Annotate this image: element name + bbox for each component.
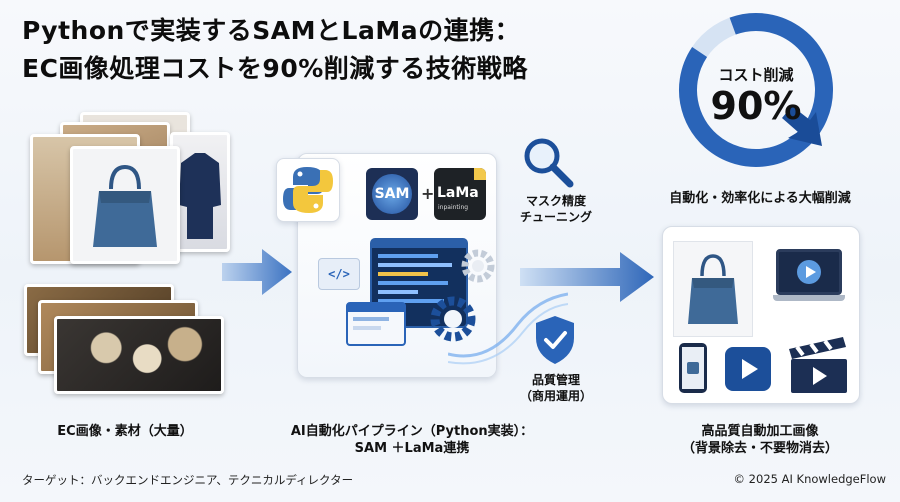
play-button-icon[interactable]	[725, 347, 771, 391]
arrow-right-icon	[222, 249, 292, 295]
output-bag-photo	[673, 241, 753, 337]
cost-label: コスト削減	[718, 66, 794, 84]
lama-badge: LaMa inpainting	[434, 168, 486, 220]
code-symbol: </>	[328, 267, 350, 281]
flow-arrow-left	[222, 245, 294, 299]
handbag-icon	[93, 164, 157, 247]
quality-line-2: （商用運用）	[519, 389, 592, 403]
cost-value: 90%	[710, 84, 802, 128]
input-image-stack	[20, 112, 230, 272]
code-symbol-card: </>	[318, 258, 360, 290]
arrow-right-icon	[520, 252, 654, 302]
data-swoosh	[448, 292, 568, 365]
food-photo-front	[54, 316, 224, 394]
lama-sub: inpainting	[438, 204, 469, 211]
cost-ring-arc	[679, 13, 833, 167]
gear-large-icon	[430, 296, 476, 342]
shield-check-icon	[536, 316, 574, 364]
mask-tuning-line-1: マスク精度	[525, 194, 586, 208]
mask-tuning-line-2: チューニング	[519, 210, 592, 224]
cost-ring	[679, 13, 833, 167]
pipeline-caption-line-2: SAM ＋LaMa連携	[354, 441, 470, 456]
copyright-note: © 2025 AI KnowledgeFlow	[733, 472, 886, 486]
magnifier-icon	[524, 138, 574, 188]
page-title: Pythonで実装するSAMとLaMaの連携： EC画像処理コストを90%削減す…	[22, 12, 528, 88]
handbag-icon	[688, 254, 738, 324]
output-card	[662, 226, 860, 404]
clapperboard-icon	[789, 337, 847, 393]
quality-label: 品質管理 （商用運用）	[506, 372, 606, 404]
python-icon	[283, 167, 333, 213]
cost-reduction-gauge: コスト削減 90%	[672, 4, 852, 184]
title-line-2: EC画像処理コストを90%削減する技術戦略	[22, 54, 528, 83]
product-photo-bag	[70, 146, 180, 264]
python-logo-tile	[276, 158, 340, 222]
pipeline-caption-line-1: AI自動化パイプライン（Python実装）：	[290, 424, 534, 439]
output-caption-line-2: （背景除去・不要物消去）	[681, 441, 838, 456]
phone-icon	[679, 343, 707, 393]
cost-ring-arrow-icon	[782, 106, 822, 146]
title-line-1: Pythonで実装するSAMとLaMaの連携：	[22, 16, 521, 45]
target-audience-note: ターゲット：バックエンドエンジニア、テクニカルディレクター	[22, 473, 354, 487]
quality-line-1: 品質管理	[531, 373, 580, 387]
lama-label: LaMa	[437, 185, 479, 201]
pipeline-card: SAM + LaMa inpainting </>	[276, 153, 568, 378]
sam-label: SAM	[374, 186, 410, 202]
gear-icon	[461, 249, 495, 283]
browser-window-card	[346, 302, 406, 346]
mask-tuning-label: マスク精度 チューニング	[506, 193, 606, 225]
laptop-icon	[773, 249, 845, 307]
output-caption: 高品質自動加工画像 （背景除去・不要物消去）	[640, 423, 880, 457]
flow-arrow-right	[520, 248, 656, 306]
input-caption: EC画像・素材（大量）	[57, 424, 193, 439]
sam-badge: SAM	[366, 168, 418, 220]
output-caption-line-1: 高品質自動加工画像	[701, 424, 819, 439]
cost-caption: 自動化・効率化による大幅削減	[669, 191, 851, 206]
plus-sign: +	[421, 184, 435, 203]
sweater-icon	[179, 153, 221, 239]
food-image-stack	[24, 284, 224, 396]
pipeline-caption: AI自動化パイプライン（Python実装）： SAM ＋LaMa連携	[262, 423, 562, 457]
